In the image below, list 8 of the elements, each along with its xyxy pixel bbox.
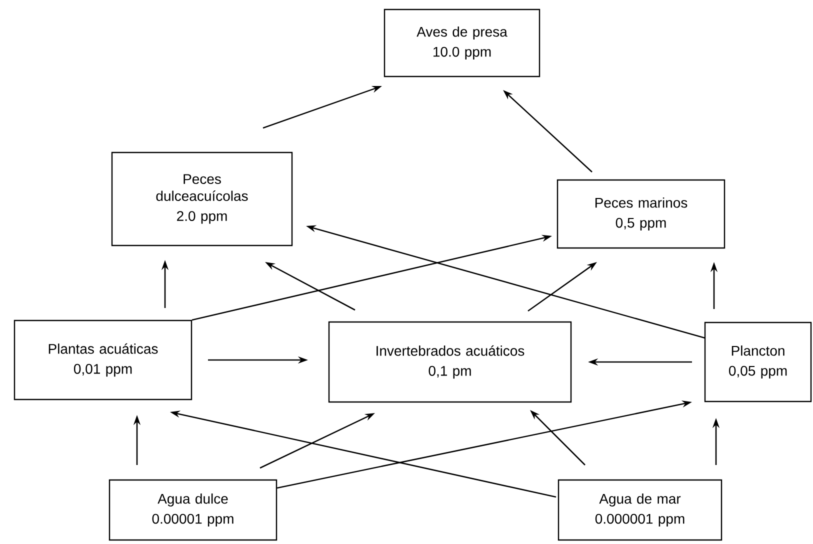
food-chain-box: Invertebrados acuáticos 0,1 pm [328,321,572,403]
food-chain-box: Plancton 0,05 ppm [704,322,812,402]
food-chain-box: Plantas acuáticas 0,01 ppm [14,320,192,400]
food-chain-box: Peces dulceacuícolas 2.0 ppm [111,152,293,246]
food-chain-box: Agua dulce 0.00001 ppm [108,479,278,541]
food-chain-box: Aves de presa 10.0 ppm [384,8,540,78]
food-chain-box: Peces marinos 0,5 ppm [556,179,726,249]
food-chain-box: Agua de mar 0.000001 ppm [558,479,722,541]
